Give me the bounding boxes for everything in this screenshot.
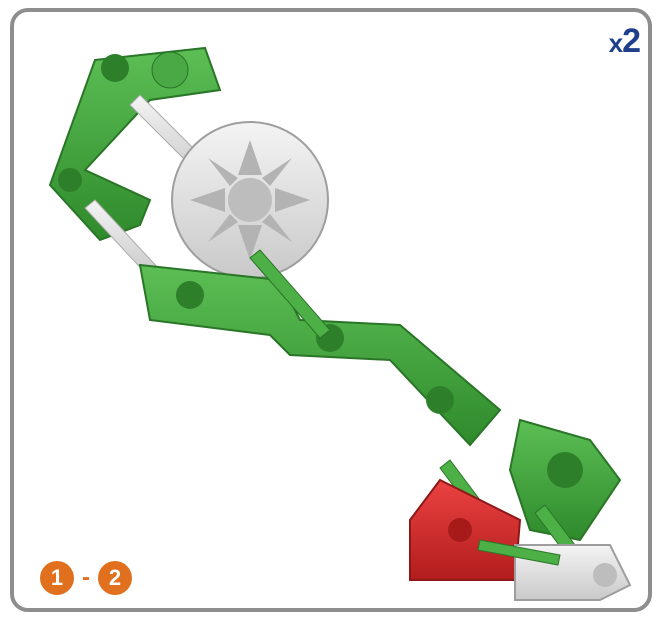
red-connector — [410, 480, 520, 580]
white-gear-connector — [172, 122, 328, 278]
quantity-label: x2 — [609, 22, 640, 61]
step-end-badge: 2 — [98, 561, 132, 595]
quantity-count: 2 — [622, 22, 640, 60]
step-start-badge: 1 — [40, 561, 74, 595]
quantity-prefix: x — [609, 28, 622, 58]
step-range: 1 - 2 — [40, 561, 132, 595]
step-separator: - — [82, 564, 90, 592]
green-connector-middle — [140, 250, 500, 445]
